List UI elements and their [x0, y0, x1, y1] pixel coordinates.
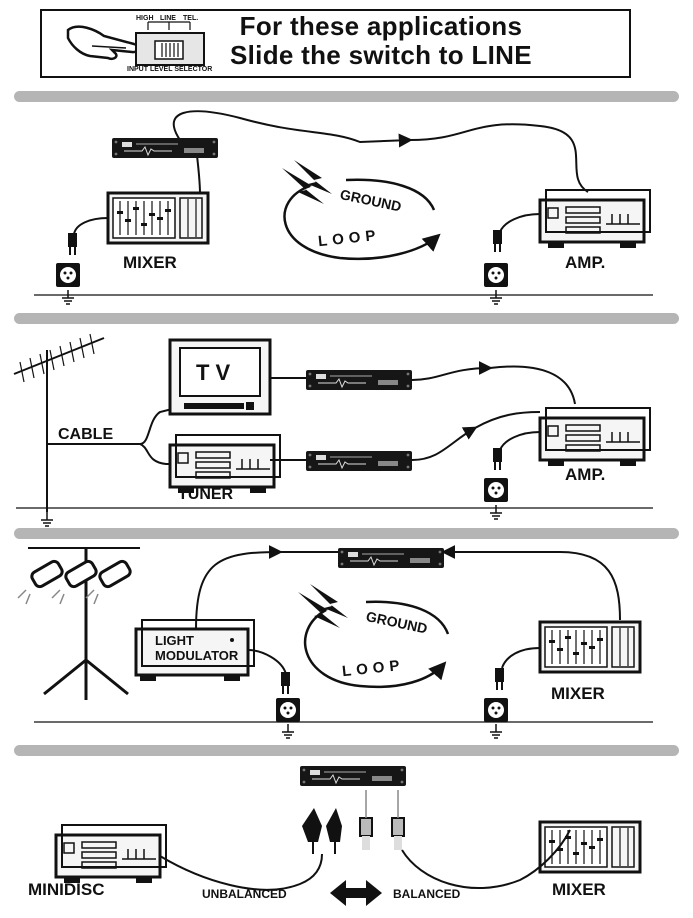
tuner-device [168, 433, 282, 495]
ground-symbol-icon [489, 289, 503, 305]
mixer-device [538, 820, 642, 874]
stage-lights-icon [17, 547, 140, 700]
amp-label: AMP. [565, 253, 606, 272]
antenna-icon [13, 333, 105, 527]
power-plug-icon [280, 671, 291, 695]
rca-connector-icon [302, 808, 342, 854]
minidisc-label: MINIDISC [28, 880, 105, 899]
panel-mixer-amp [34, 110, 653, 305]
input-level-selector-switch[interactable] [135, 21, 205, 66]
amp-device [538, 188, 652, 250]
ground-symbol-icon [61, 289, 75, 305]
mixer-device [538, 620, 642, 674]
humstop-unit [111, 137, 219, 159]
amp-label: AMP. [565, 465, 606, 484]
input-level-selector-caption: INPUT LEVEL SELECTOR [127, 66, 213, 73]
mixer-device [106, 191, 210, 245]
double-arrow-icon [330, 880, 382, 906]
tuner-label: TUNER [178, 486, 234, 503]
light-label-line-1: LIGHT [155, 633, 194, 648]
light-label-line-2: MODULATOR [155, 648, 239, 663]
cable-label: CABLE [58, 426, 114, 443]
wall-outlet-icon [276, 698, 300, 722]
power-plug-icon [492, 447, 503, 471]
header-banner [40, 9, 631, 78]
mixer-label: MIXER [123, 253, 177, 272]
ground-loop-icon [298, 584, 450, 689]
header-title: For these applications Slide the switch … [230, 12, 532, 70]
tv-label: T V [196, 360, 231, 385]
wall-outlet-icon [56, 263, 80, 287]
header-line-2: Slide the switch to LINE [230, 40, 532, 70]
light-modulator-device [134, 619, 255, 681]
power-plug-icon [492, 229, 503, 253]
wall-outlet-icon [484, 698, 508, 722]
humstop-unit [305, 450, 413, 472]
mixer-label: MIXER [552, 880, 606, 899]
amp-device [538, 406, 652, 468]
humstop-unit [299, 765, 407, 787]
ground-symbol-icon [489, 504, 503, 520]
switch-label-high: HIGH [136, 15, 154, 22]
humstop-unit [305, 369, 413, 391]
humstop-unit [337, 547, 445, 569]
header-line-1: For these applications [239, 11, 523, 41]
power-plug-icon [67, 232, 78, 256]
wall-outlet-icon [484, 263, 508, 287]
unbalanced-label: UNBALANCED [202, 887, 287, 901]
power-plug-icon [494, 667, 505, 691]
ground-symbol-icon [281, 723, 295, 739]
wall-outlet-icon [484, 478, 508, 502]
light-modulator-label: LIGHT MODULATOR [155, 633, 238, 663]
panel-unbalanced-balanced [54, 765, 642, 906]
pointing-hand-icon [66, 25, 139, 61]
xlr-connector-icon [359, 790, 405, 850]
switch-label-line: LINE [160, 15, 176, 22]
mixer-label: MIXER [551, 684, 605, 703]
ground-loop-icon [282, 160, 441, 261]
panel-tv-tuner-amp [13, 333, 653, 527]
minidisc-device [54, 823, 168, 885]
separator-bars [14, 91, 679, 756]
panel-light-modulator-mixer [17, 545, 653, 739]
tv-device [168, 338, 272, 416]
balanced-label: BALANCED [393, 887, 461, 901]
ground-symbol-icon [489, 723, 503, 739]
switch-label-tel: TEL. [183, 15, 199, 22]
